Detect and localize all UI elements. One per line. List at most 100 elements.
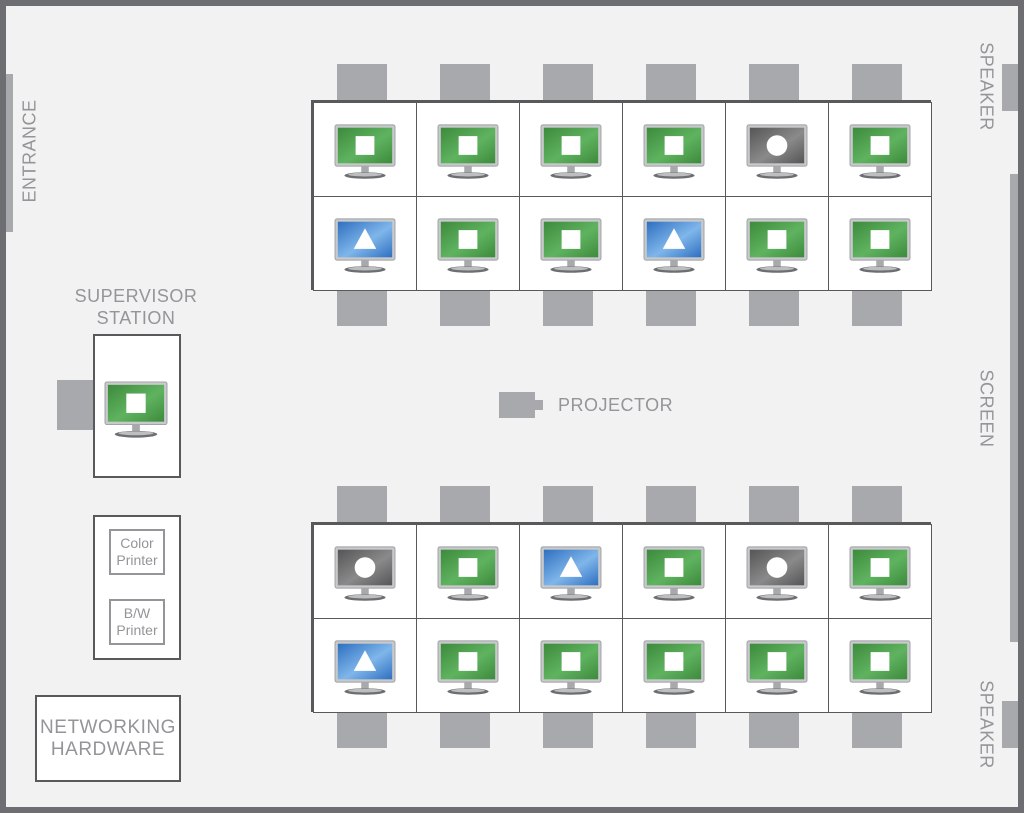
top-chair: [440, 64, 490, 100]
top-desk-row: [311, 100, 932, 291]
square-glyph-icon: [458, 136, 478, 155]
square-glyph-icon: [870, 558, 890, 577]
speaker-top-label: SPEAKER: [976, 42, 997, 131]
projector-lens: [535, 400, 543, 410]
green-monitor-icon: [643, 124, 705, 179]
top-workstation: [519, 196, 623, 291]
bottom-workstation: [622, 618, 726, 713]
supervisor-label-line1: SUPERVISOR: [74, 286, 198, 306]
bottom-chair: [852, 486, 902, 522]
speaker-bottom-label: SPEAKER: [976, 680, 997, 769]
bottom-workstation: [725, 524, 829, 619]
top-chair: [337, 64, 387, 100]
top-chair: [646, 290, 696, 326]
speaker-top: [1002, 64, 1018, 111]
top-workstation: [416, 196, 520, 291]
triangle-glyph-icon: [353, 650, 377, 671]
top-workstation: [725, 196, 829, 291]
green-monitor-icon: [849, 218, 911, 273]
triangle-glyph-icon: [662, 228, 686, 249]
top-chair: [440, 290, 490, 326]
color-printer: Color Printer: [109, 529, 165, 575]
networking-label-line1: NETWORKING: [40, 717, 176, 738]
top-workstation: [313, 102, 417, 197]
square-glyph-icon: [870, 136, 890, 155]
circle-glyph-icon: [354, 557, 376, 578]
supervisor-desk: [93, 334, 181, 478]
projector-body: [499, 392, 535, 418]
square-glyph-icon: [458, 652, 478, 671]
square-glyph-icon: [767, 230, 787, 249]
top-workstation: [519, 102, 623, 197]
projector: [499, 392, 545, 418]
top-chair: [337, 290, 387, 326]
top-workstation: [622, 196, 726, 291]
blue-monitor-icon: [643, 218, 705, 273]
top-chair: [543, 290, 593, 326]
entrance-label: ENTRANCE: [19, 99, 40, 203]
bottom-workstation: [416, 524, 520, 619]
bottom-workstation: [416, 618, 520, 713]
top-workstation: [313, 196, 417, 291]
bottom-workstation: [725, 618, 829, 713]
green-monitor-icon: [540, 640, 602, 695]
green-monitor-icon: [643, 640, 705, 695]
top-chair: [852, 64, 902, 100]
top-chair: [749, 290, 799, 326]
square-glyph-icon: [870, 230, 890, 249]
bottom-chair: [337, 486, 387, 522]
top-chair: [749, 64, 799, 100]
bw-printer: B/W Printer: [109, 599, 165, 645]
blue-monitor-icon: [540, 546, 602, 601]
green-monitor-icon: [849, 124, 911, 179]
green-monitor-icon: [849, 546, 911, 601]
square-glyph-icon: [561, 230, 581, 249]
square-glyph-icon: [355, 136, 375, 155]
bottom-chair: [646, 712, 696, 748]
bottom-chair: [749, 486, 799, 522]
supervisor-label-line2: STATION: [96, 308, 176, 328]
bottom-chair: [543, 486, 593, 522]
speaker-bottom: [1002, 701, 1018, 748]
bottom-workstation: [313, 524, 417, 619]
top-workstation: [416, 102, 520, 197]
top-chair: [646, 64, 696, 100]
supervisor-monitor: [103, 380, 171, 444]
bw-printer-line1: B/W: [123, 605, 151, 621]
bottom-chair: [543, 712, 593, 748]
bottom-workstation: [519, 618, 623, 713]
top-workstation: [725, 102, 829, 197]
green-monitor-icon: [643, 546, 705, 601]
screen-label: SCREEN: [976, 369, 997, 448]
green-monitor-icon: [849, 640, 911, 695]
supervisor-station-label: SUPERVISOR STATION: [66, 285, 206, 329]
top-workstation: [828, 102, 932, 197]
bottom-desk-row: [311, 522, 932, 713]
square-glyph-icon: [561, 136, 581, 155]
triangle-glyph-icon: [559, 556, 583, 577]
bottom-chair: [440, 712, 490, 748]
gray-monitor-icon: [746, 546, 808, 601]
square-glyph-icon: [664, 652, 684, 671]
green-monitor-icon: [437, 640, 499, 695]
bw-printer-line2: Printer: [116, 622, 158, 638]
printer-station: Color Printer B/W Printer: [93, 515, 181, 660]
bottom-chair: [749, 712, 799, 748]
triangle-glyph-icon: [353, 228, 377, 249]
green-monitor-icon: [746, 640, 808, 695]
circle-glyph-icon: [766, 135, 788, 156]
entrance-door: [6, 74, 13, 232]
green-monitor-icon: [540, 124, 602, 179]
green-monitor-icon: [437, 124, 499, 179]
projector-label: PROJECTOR: [558, 395, 674, 415]
bottom-chair: [646, 486, 696, 522]
green-monitor-icon: [437, 218, 499, 273]
bottom-workstation: [828, 524, 932, 619]
bottom-workstation: [622, 524, 726, 619]
bottom-chair: [440, 486, 490, 522]
bottom-workstation: [828, 618, 932, 713]
green-monitor-icon: [104, 381, 168, 438]
circle-glyph-icon: [766, 557, 788, 578]
networking-label: NETWORKING HARDWARE: [37, 717, 179, 761]
